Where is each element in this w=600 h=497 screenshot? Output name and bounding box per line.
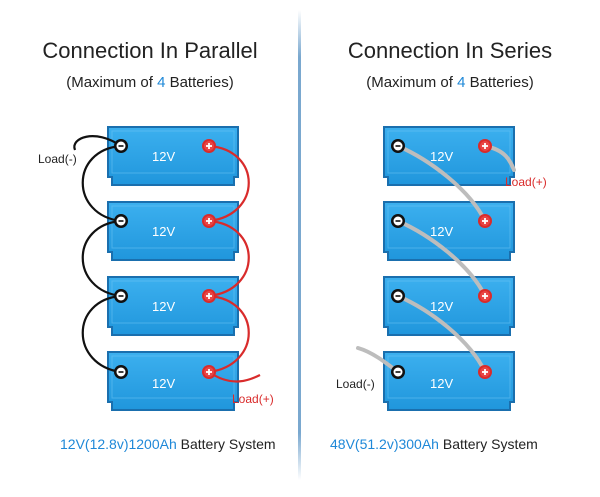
parallel-load-negative-label: Load(-) (38, 152, 77, 166)
parallel-subtitle-pre: (Maximum of (66, 74, 158, 91)
parallel-batteries (107, 126, 239, 411)
negative-terminal-icon (391, 365, 405, 379)
series-battery-labels: 12V 12V 12V 12V (430, 149, 453, 391)
battery-voltage-label: 12V (152, 224, 175, 239)
positive-terminal-icon (202, 365, 216, 379)
series-footer: 48V(51.2v)300Ah Battery System (330, 436, 538, 452)
parallel-footer: 12V(12.8v)1200Ah Battery System (60, 436, 276, 452)
series-footer-text: Battery System (438, 436, 538, 452)
negative-terminal-icon (114, 214, 128, 228)
parallel-footer-text: Battery System (176, 436, 276, 452)
parallel-load-positive-label: Load(+) (232, 392, 274, 406)
parallel-system-spec: 12V(12.8v)1200Ah (60, 436, 177, 452)
positive-terminal-icon (478, 289, 492, 303)
negative-terminal-icon (114, 289, 128, 303)
series-load-negative-label: Load(-) (336, 377, 375, 391)
parallel-max-count: 4 (157, 74, 166, 91)
series-load-positive-label: Load(+) (505, 175, 547, 189)
positive-terminal-icon (478, 365, 492, 379)
series-subtitle: (Maximum of 4 Batteries) (300, 74, 600, 91)
battery-voltage-label: 12V (152, 149, 175, 164)
negative-terminal-icon (114, 365, 128, 379)
battery-voltage-label: 12V (430, 376, 453, 391)
parallel-battery-labels: 12V 12V 12V 12V (152, 149, 175, 391)
parallel-negative-wires (73, 135, 122, 374)
parallel-title: Connection In Parallel (42, 38, 258, 63)
positive-terminal-icon (202, 214, 216, 228)
series-system-spec: 48V(51.2v)300Ah (330, 436, 439, 452)
battery-voltage-label: 12V (152, 376, 175, 391)
battery-voltage-label: 12V (430, 149, 453, 164)
battery-voltage-label: 12V (430, 299, 453, 314)
parallel-positive-wires (208, 144, 261, 383)
negative-terminal-icon (391, 214, 405, 228)
parallel-subtitle-post: Batteries) (165, 74, 234, 91)
series-max-count: 4 (457, 74, 466, 91)
parallel-subtitle: (Maximum of 4 Batteries) (0, 74, 300, 91)
positive-terminal-icon (202, 289, 216, 303)
positive-terminal-icon (202, 139, 216, 153)
battery-voltage-label: 12V (152, 299, 175, 314)
negative-terminal-icon (391, 139, 405, 153)
series-title: Connection In Series (347, 38, 553, 63)
series-subtitle-pre: (Maximum of (366, 74, 458, 91)
positive-terminal-icon (478, 139, 492, 153)
negative-terminal-icon (391, 289, 405, 303)
panel-divider (298, 10, 301, 480)
battery-voltage-label: 12V (430, 224, 453, 239)
negative-terminal-icon (114, 139, 128, 153)
positive-terminal-icon (478, 214, 492, 228)
series-batteries (383, 126, 515, 411)
series-subtitle-post: Batteries) (465, 74, 534, 91)
